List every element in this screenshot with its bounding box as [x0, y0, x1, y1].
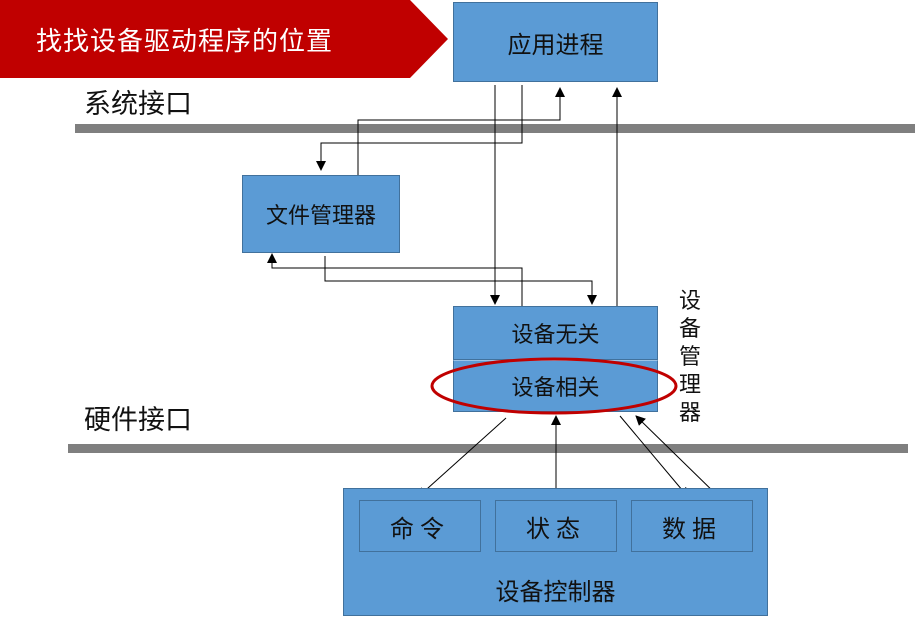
arrow-from-data	[635, 415, 723, 501]
device-controller-label: 设备控制器	[495, 578, 616, 606]
system-interface-label: 系统接口	[84, 89, 192, 120]
arrow-file-manager-to-app	[357, 87, 565, 175]
device-independent-box: 设备无关	[453, 306, 658, 360]
status-label: 状态	[526, 514, 586, 543]
data-label: 数据	[662, 514, 722, 543]
app-process-label: 应用进程	[507, 30, 604, 59]
command-register: 命令	[359, 500, 481, 552]
hardware-interface-label: 硬件接口	[84, 405, 192, 436]
hardware-interface-bar	[68, 444, 908, 453]
arrow-device-independent-to-file-manager	[267, 253, 523, 306]
command-label: 命令	[390, 514, 450, 543]
arrow-app-to-file-manager	[316, 85, 523, 171]
app-process-box: 应用进程	[453, 2, 658, 82]
status-register: 状态	[495, 500, 617, 552]
device-manager-label: 设备管理器	[678, 289, 701, 426]
title-banner: 找找设备驱动程序的位置	[0, 0, 448, 78]
data-register: 数据	[631, 500, 753, 552]
device-independent-label: 设备无关	[511, 323, 600, 348]
arrow-file-manager-to-device-independent	[324, 256, 597, 305]
file-manager-label: 文件管理器	[265, 204, 376, 229]
file-manager-box: 文件管理器	[242, 175, 400, 253]
page-title: 找找设备驱动程序的位置	[36, 26, 334, 57]
device-dependent-label: 设备相关	[511, 376, 600, 401]
arrow-to-data	[619, 415, 689, 498]
device-dependent-box: 设备相关	[453, 360, 658, 412]
arrow-to-command	[417, 417, 507, 498]
